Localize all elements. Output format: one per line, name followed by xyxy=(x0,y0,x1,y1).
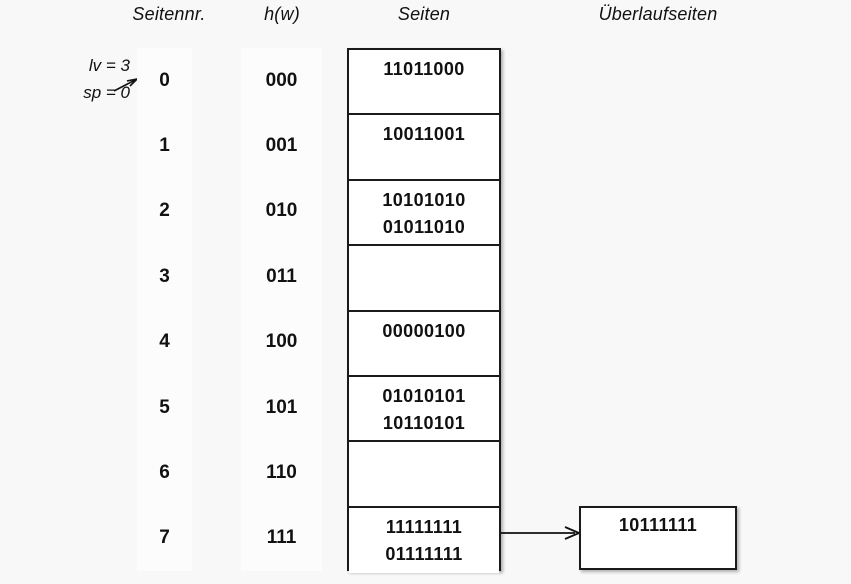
page-cell: 00000100 xyxy=(349,311,499,377)
column-hw xyxy=(241,48,322,571)
record: 10110101 xyxy=(382,413,466,433)
page-cell: 10011001 xyxy=(349,115,499,181)
seitennr-cell: 6 xyxy=(159,462,170,484)
page-cell xyxy=(349,246,499,312)
seitennr-cell: 0 xyxy=(159,69,170,91)
record: 00000100 xyxy=(382,320,466,341)
seitennr-cell: 7 xyxy=(159,527,170,549)
split-pointer-label: sp = 0 xyxy=(83,83,130,102)
overflow-page-box: 10111111 xyxy=(579,506,737,570)
arrow-right-icon xyxy=(113,78,138,92)
hw-cell: 100 xyxy=(265,331,298,353)
record: 11111111 xyxy=(385,516,463,537)
hw-cell: 000 xyxy=(265,69,298,91)
record: 01111111 xyxy=(385,543,463,564)
seitennr-cell: 2 xyxy=(159,200,170,222)
seitennr-cell: 5 xyxy=(159,396,170,418)
hw-cell: 101 xyxy=(265,396,298,418)
hw-cell: 110 xyxy=(266,462,297,484)
page-cell: 11111111 01111111 xyxy=(349,507,499,574)
page-cell: 11011000 xyxy=(349,50,499,116)
split-pointer-annotation: lv = 3 sp = 0 xyxy=(34,52,130,106)
column-header-seiten: Seiten xyxy=(397,4,451,24)
page-cell: 10101010 01011010 xyxy=(349,180,499,247)
arrow-right-icon xyxy=(501,526,580,540)
record: 10011001 xyxy=(382,124,466,145)
hw-cell: 010 xyxy=(265,200,298,222)
record: 01011010 xyxy=(382,216,466,237)
column-header-hw: h(w) xyxy=(264,4,300,24)
hw-cell: 001 xyxy=(265,135,298,157)
column-header-ueberlaufseiten: Überlaufseiten xyxy=(598,4,718,24)
page-cell xyxy=(349,442,499,508)
record: 10111111 xyxy=(618,515,698,535)
level-label: lv = 3 xyxy=(88,56,130,75)
column-seitennr xyxy=(137,48,192,571)
primary-pages-box: 11011000 10011001 10101010 01011010 0000… xyxy=(347,48,501,574)
column-header-seitennr: Seitennr. xyxy=(132,4,206,24)
page-cell: 01010101 10110101 xyxy=(349,377,499,443)
seitennr-cell: 1 xyxy=(159,135,170,157)
record: 10101010 xyxy=(382,189,466,210)
hw-cell: 111 xyxy=(266,527,297,549)
seitennr-cell: 4 xyxy=(159,331,170,353)
seitennr-cell: 3 xyxy=(159,265,170,287)
hw-cell: 011 xyxy=(266,265,297,287)
record: 11011000 xyxy=(383,59,465,79)
record: 01010101 xyxy=(382,386,466,406)
